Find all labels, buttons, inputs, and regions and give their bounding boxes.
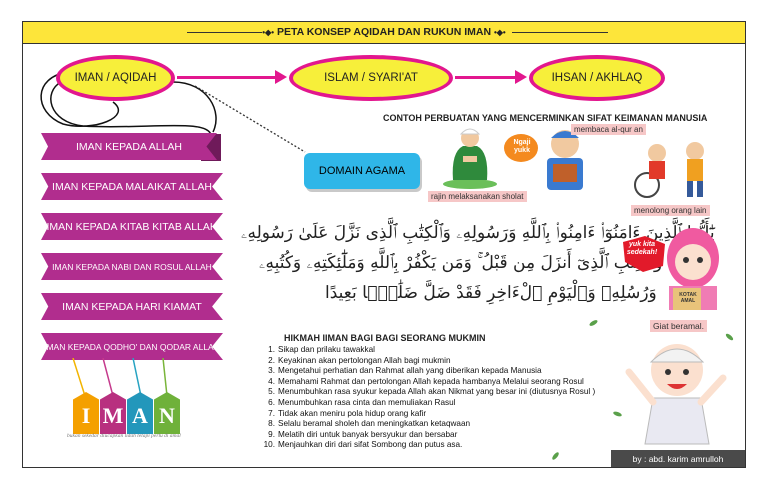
title-rule-right (512, 32, 608, 33)
ribbon-iman-allah: IMAN KEPADA ALLAH (41, 133, 217, 160)
list-text: Memahami Rahmat dan pertolongan Allah ke… (278, 376, 584, 386)
list-number: 8. (268, 419, 275, 429)
ribbon-iman-kitab: IMAN KEPADA KITAB KITAB ALLAH (41, 213, 223, 240)
list-text: Mengetahui perhatian dan Rahmat allah ya… (278, 366, 542, 376)
list-number: 9. (268, 429, 275, 439)
oval-iman-aqidah: IMAN / AQIDAH (56, 55, 175, 101)
arabic-verse-line-2: وَٱلْكِتَٰبِ ٱلَّذِىٓ أَنزَلَ مِن قَبْلُ… (259, 253, 663, 273)
oval-ihsan-akhlaq: IHSAN / AKHLAQ (529, 55, 665, 101)
iman-tag-i: I (73, 392, 99, 434)
iman-letter: N (159, 403, 175, 428)
list-item: 2.Keyakinan akan pertolongan Allah bagi … (260, 356, 595, 367)
iman-tag-m: M (100, 392, 126, 434)
author-credit: by : abd. karim amrulloh (611, 450, 745, 467)
list-text: Melatih diri untuk banyak bersyukur dan … (278, 429, 458, 439)
title: •◆• PETA KONSEP AQIDAH DAN RUKUN IMAN •◆… (23, 26, 745, 38)
list-item: 7.Tidak akan meniru pola hidup orang kaf… (260, 409, 595, 420)
ribbon-label: IMAN KEPADA KITAB KITAB ALLAH (46, 220, 218, 233)
ngaji-bubble-text: Ngaji yukk (513, 139, 531, 154)
ribbon-label: IMAN KEPADA ALLAH (75, 140, 182, 153)
oval-islam-syariat: ISLAM / SYARI'AT (289, 55, 453, 101)
oval-label: ISLAM / SYARI'AT (324, 72, 418, 84)
list-item: 8.Selalu beramal sholeh dan meningkatkan… (260, 419, 595, 430)
oval-label: IHSAN / AKHLAQ (551, 72, 643, 84)
kotak-amal-label: KOTAK AMAL (679, 292, 697, 304)
title-ornament-left: •◆• (262, 28, 275, 37)
caption-sholat: rajin melaksanakan sholat (428, 191, 527, 202)
list-text: Tidak akan meniru pola hidup orang kafir (278, 408, 427, 418)
arabic-verse-line-1: يَٰٓأَيُّهَا ٱلَّذِينَ ءَامَنُوٓا۟ ءَامِ… (241, 223, 715, 243)
oval-label: IMAN / AQIDAH (74, 72, 157, 84)
caption-beramal: Giat beramal. (650, 320, 708, 332)
hikmah-list: 1.Sikap dan prilaku tawakkal 2.Keyakinan… (260, 345, 596, 451)
list-number: 4. (268, 376, 275, 386)
reading-boy-illustration (504, 130, 583, 190)
iman-letter: M (102, 403, 124, 428)
title-bar: •◆• PETA KONSEP AQIDAH DAN RUKUN IMAN •◆… (23, 22, 745, 44)
list-item: 9.Melatih diri untuk banyak bersyukur da… (260, 430, 595, 441)
ribbon-label: IMAN KEPADA MALAIKAT ALLAH (52, 180, 212, 193)
list-item: 5.Menumbuhkan rasa syukur kepada Allah a… (260, 387, 595, 398)
arrow-islam-to-ihsan (455, 70, 527, 84)
list-number: 1. (268, 345, 275, 354)
list-number: 6. (268, 397, 275, 407)
caption-quran: membaca al-qur an (571, 124, 646, 135)
domain-label: DOMAIN AGAMA (318, 165, 406, 177)
page-title: PETA KONSEP AQIDAH DAN RUKUN IMAN (276, 26, 492, 38)
arabic-verse-line-3: وَرُسُلِهِۦ وَٱلْيَوْمِ ٱلْءَاخِرِ فَقَد… (325, 283, 657, 303)
connector-lines (40, 71, 306, 153)
arrow-iman-to-islam (177, 70, 287, 84)
title-ornament-right: •◆• (493, 28, 506, 37)
iman-tag-a: A (127, 392, 153, 434)
praying-man-illustration (443, 128, 497, 189)
list-number: 7. (268, 408, 275, 418)
ribbon-label: IMAN KEPADA HARI KIAMAT (62, 300, 202, 313)
list-text: Menumbuhkan rasa cinta dan memuliakan Ra… (278, 397, 456, 407)
concept-map-frame: •◆• PETA KONSEP AQIDAH DAN RUKUN IMAN •◆… (22, 21, 746, 468)
tag-strings (72, 358, 168, 397)
list-item: 4.Memahami Rahmat dan pertolongan Allah … (260, 377, 595, 388)
ribbon-iman-hari-kiamat: IMAN KEPADA HARI KIAMAT (41, 293, 223, 320)
list-number: 3. (268, 366, 275, 376)
iman-letter: A (132, 403, 148, 428)
ribbon-iman-malaikat: IMAN KEPADA MALAIKAT ALLAH (41, 173, 223, 200)
ribbon-iman-qodho-qodar: IMAN KEPADA QODHO' DAN QODAR ALLAH (41, 333, 223, 360)
ribbon-label: IMAN KEPADA QODHO' DAN QODAR ALLAH (44, 341, 220, 352)
iman-letter: I (81, 403, 91, 428)
title-rule-left (187, 32, 262, 33)
contoh-heading: CONTOH PERBUATAN YANG MENCERMINKAN SIFAT… (383, 113, 708, 123)
list-item: 6.Menumbuhkan rasa cinta dan memuliakan … (260, 398, 595, 409)
hikmah-heading: HIKMAH IIMAN BAGI BAGI SEORANG MUKMIN (284, 333, 486, 343)
ribbon-iman-nabi-rosul: IMAN KEPADA NABI DAN ROSUL ALLAH (41, 253, 223, 280)
list-item: 10.Menjauhkan diri dari sifat Sombong da… (260, 440, 595, 451)
ribbon-label: IMAN KEPADA NABI DAN ROSUL ALLAH (52, 261, 212, 272)
iman-tag-n: N (154, 392, 180, 434)
list-number: 2. (268, 355, 275, 365)
list-number: 10. (263, 440, 275, 450)
list-item: 1.Sikap dan prilaku tawakkal (260, 345, 595, 356)
domain-agama-box: DOMAIN AGAMA (304, 153, 420, 189)
list-text: Menumbuhkan rasa syukur kepada Allah aka… (278, 387, 596, 397)
sedekah-text: yuk kita sedekah! (626, 241, 658, 256)
sedekah-girl-illustration (623, 228, 719, 310)
list-text: Keyakinan akan pertolongan Allah bagi mu… (278, 355, 451, 365)
list-text: Menjauhkan diri dari sifat Sombong dan p… (278, 440, 463, 450)
list-text: Sikap dan prilaku tawakkal (278, 345, 375, 354)
list-text: Selalu beramal sholeh dan meningkatkan k… (278, 419, 471, 429)
caption-menolong: menolong orang lain (631, 205, 710, 216)
happy-boy-illustration (625, 344, 727, 445)
list-number: 5. (268, 387, 275, 397)
list-item: 3.Mengetahui perhatian dan Rahmat allah … (260, 366, 595, 377)
iman-tagline: bukan sekedar diucapkan lidah tetapi per… (67, 433, 181, 439)
helping-kids-illustration (634, 142, 704, 198)
